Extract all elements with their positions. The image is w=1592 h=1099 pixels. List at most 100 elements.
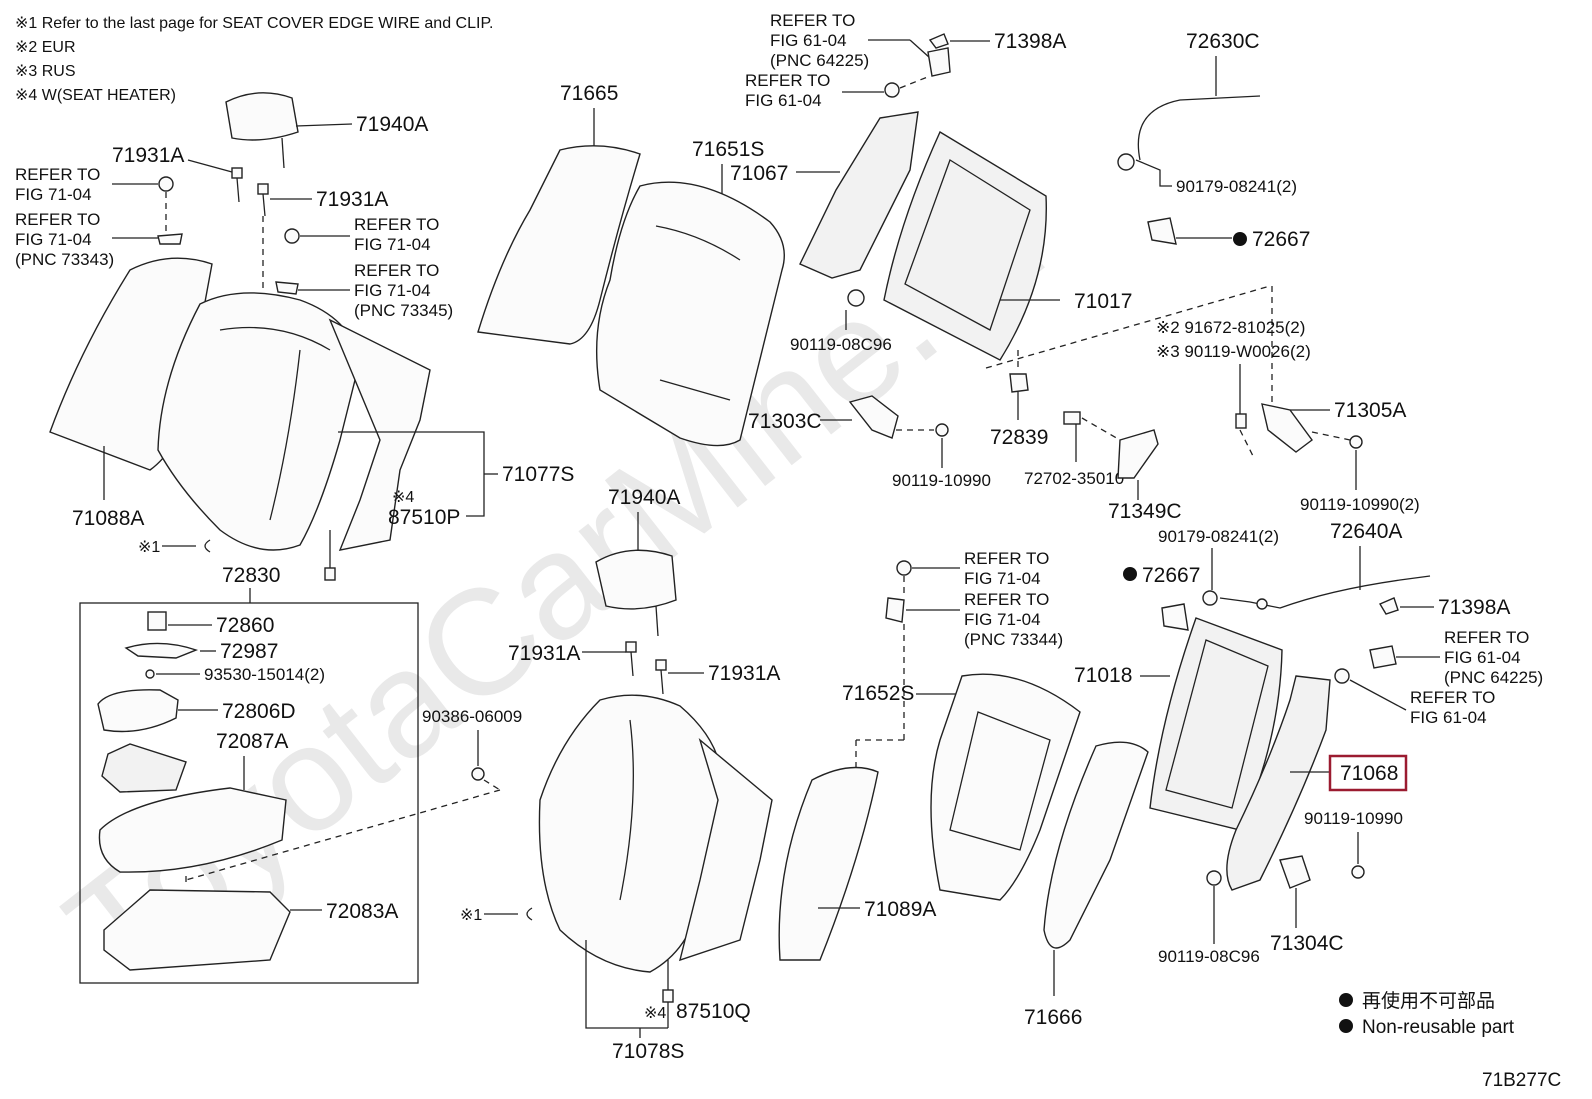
legend-dot-2 [1339, 1019, 1353, 1033]
screw-71931A-left-1 [231, 167, 243, 203]
label-72667-b: 72667 [1142, 564, 1200, 587]
label-72640A: 72640A [1330, 520, 1402, 543]
label-72806D: 72806D [222, 700, 296, 723]
label-71067: 71067 [730, 162, 788, 185]
seatback-side-71666 [1043, 741, 1149, 949]
label-90179-b: 90179-08241(2) [1158, 527, 1279, 546]
bracket-71305A [1261, 403, 1313, 453]
headrest-71940A-center [595, 549, 677, 610]
part-72667-b [1161, 603, 1189, 631]
note-clip-1: ※1 [138, 539, 160, 556]
seatback-frame-71018 [1149, 617, 1283, 831]
note-2: ※2 EUR [15, 39, 76, 56]
label-72839: 72839 [990, 426, 1048, 449]
label-90386: 90386-06009 [422, 707, 522, 726]
screw-71931A-left-2 [257, 183, 269, 217]
seatback-frame-71017 [883, 130, 1047, 361]
note-87510P: ※4 [392, 489, 414, 506]
headrest-71940A-left [225, 92, 299, 169]
label-71078S: 71078S [612, 1040, 684, 1063]
note-87510Q: ※4 [644, 1005, 666, 1022]
label-71305A: 71305A [1334, 399, 1406, 422]
cover-71349C [1117, 429, 1159, 479]
frame-bracket-71067 [799, 111, 919, 279]
non-reusable-dot [1233, 232, 1247, 246]
note-clip-2: ※1 [460, 907, 482, 924]
label-71304C: 71304C [1270, 932, 1344, 955]
armrest-part-insert [101, 743, 187, 793]
clip-71398A-bottom [1378, 597, 1399, 615]
label-71666: 71666 [1024, 1006, 1082, 1029]
label-90119-10990-a: 90119-10990 [892, 471, 991, 490]
clip-71398A-top [928, 33, 949, 49]
label-71652S: 71652S [842, 682, 914, 705]
legend-line-2: Non-reusable part [1362, 1017, 1515, 1038]
label-71088A: 71088A [72, 507, 144, 530]
label-71651S: 71651S [692, 138, 764, 161]
label-71068: 71068 [1340, 762, 1398, 785]
label-71017: 71017 [1074, 290, 1132, 313]
cable-72630C-connector [1117, 153, 1135, 171]
seatback-cover-71652S [930, 673, 1081, 901]
label-72083A: 72083A [326, 900, 398, 923]
label-71940A-left: 71940A [356, 113, 428, 136]
label-71077S: 71077S [502, 463, 574, 486]
label-90119-10990-b: 90119-10990(2) [1300, 495, 1420, 514]
non-reusable-dot [1123, 567, 1137, 581]
label-72987: 72987 [220, 640, 278, 663]
armrest-part-72860 [147, 611, 167, 631]
label-72702: 72702-35010 [1024, 469, 1124, 488]
clip-icon [885, 597, 905, 623]
highlight-71068 [1328, 754, 1408, 792]
label-71931A-left-2: 71931A [316, 188, 388, 211]
bolt-90179-b [1202, 590, 1218, 606]
clip-icon [284, 228, 300, 244]
legend-line-1: 再使用不可部品 [1362, 990, 1495, 1012]
seat-heater-87510P [328, 318, 431, 551]
label-71018: 71018 [1074, 664, 1132, 687]
armrest-part-72087A [98, 787, 287, 873]
legend-dot-1 [1339, 993, 1353, 1007]
bolt-90119-10990-c [1351, 865, 1365, 879]
bracket-icon [927, 47, 951, 77]
clip-icon [275, 281, 299, 295]
frame-bracket-71068 [1226, 675, 1331, 891]
label-93530: 93530-15014(2) [204, 665, 325, 684]
bolt-90119-08C96-b [1206, 870, 1222, 886]
note-4: ※4 W(SEAT HEATER) [15, 87, 176, 104]
label-71940A-center: 71940A [608, 486, 680, 509]
note-1: ※1 Refer to the last page for SEAT COVER… [15, 15, 494, 32]
clip-icon [896, 560, 912, 576]
bolt-90119-08C96-a [847, 289, 865, 307]
clip-icon [158, 176, 174, 192]
bracket-icon [1369, 645, 1397, 669]
screw-71931A-center-2 [655, 659, 667, 671]
screw-71931A-center-1 [625, 641, 637, 653]
label-72630C: 72630C [1186, 30, 1260, 53]
label-71931A-center-2: 71931A [708, 662, 780, 685]
seatback-side-71665 [477, 145, 641, 345]
label-90119-08C96-b: 90119-08C96 [1158, 947, 1260, 966]
armrest-part-72083A [103, 889, 291, 971]
label-71303C: 71303C [748, 410, 822, 433]
label-71089A: 71089A [864, 898, 936, 921]
clip-icon [157, 233, 183, 245]
note-3: ※3 RUS [15, 63, 76, 80]
label-71931A-center-1: 71931A [508, 642, 580, 665]
label-87510Q: 87510Q [676, 1000, 751, 1023]
label-72830: 72830 [222, 564, 280, 587]
label-71349C: 71349C [1108, 500, 1182, 523]
armrest-part-72806D [97, 689, 179, 733]
armrest-assembly-box [79, 602, 419, 984]
label-71398A-bottom: 71398A [1438, 596, 1510, 619]
label-91672: ※2 91672-81025(2) [1156, 318, 1305, 337]
